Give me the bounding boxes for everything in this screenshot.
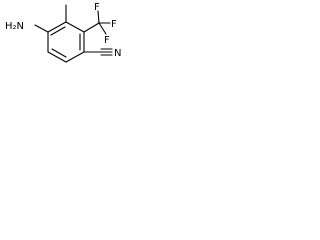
benzene-ring bbox=[47, 21, 85, 63]
fluorine-right-label: F bbox=[111, 19, 117, 30]
chemical-structure: H₂N F F F N bbox=[5, 2, 121, 63]
nitrile-nitrogen-label: N bbox=[114, 48, 121, 59]
amine-bond bbox=[34, 24, 49, 33]
cf-bond-top bbox=[97, 10, 100, 24]
fluorine-bottom-label: F bbox=[104, 35, 110, 46]
ring-bond-top-inner bbox=[50, 26, 66, 36]
ring-bond-top bbox=[47, 21, 67, 33]
cf-bond-bottom bbox=[98, 22, 107, 35]
ring-bond-upper-right bbox=[65, 21, 85, 33]
amine-label: H₂N bbox=[5, 21, 24, 32]
ring-bond-lower-right bbox=[65, 51, 85, 63]
cf3-bond bbox=[83, 22, 100, 33]
atom-labels: H₂N F F F N bbox=[5, 2, 121, 59]
substituent-bonds bbox=[34, 4, 113, 56]
fluorine-top-label: F bbox=[94, 2, 100, 13]
ring-bond-lower-left bbox=[47, 51, 67, 63]
ring-bond-lower-left-inner bbox=[51, 48, 67, 58]
